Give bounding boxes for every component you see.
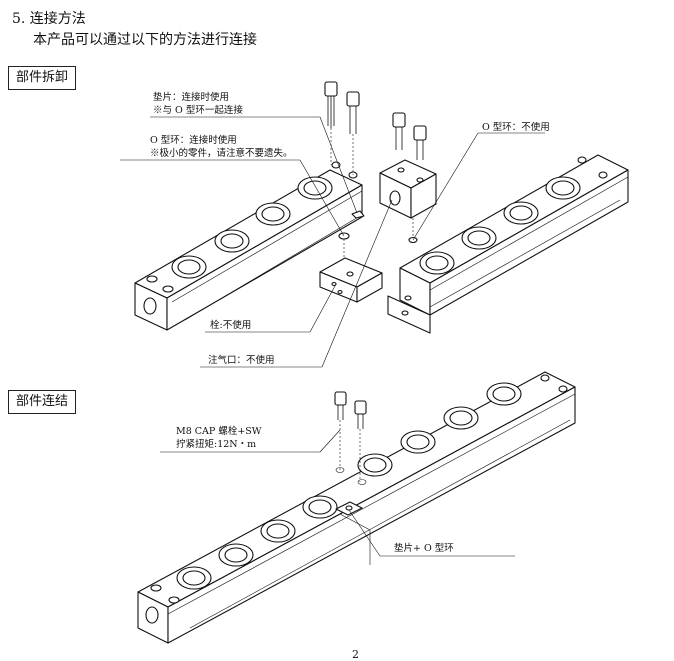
oring-callout-line1: O 型环：连接时使用	[150, 135, 237, 146]
oring-unused-callout: O 型环：不使用	[482, 122, 550, 133]
left-manifold-bar	[134, 161, 363, 331]
oring-callout-line2: ※极小的零件，请注意不要遗失。	[150, 148, 293, 159]
shim-callout-line1: 垫片：连接时使用	[153, 92, 230, 103]
intro-text: 本产品可以通过以下的方法进行连接	[33, 32, 257, 48]
left-bolts	[324, 81, 360, 175]
plug-block	[319, 257, 383, 303]
inlet-callout: 注气口：不使用	[208, 355, 275, 366]
inlet-block	[379, 112, 437, 244]
connection-bolts	[334, 391, 367, 482]
shim-oring-callout: 垫片+ O 型环	[394, 543, 454, 554]
page-number: 2	[352, 648, 359, 661]
connected-manifold	[137, 371, 576, 644]
right-manifold-bar	[387, 154, 629, 334]
small-parts	[338, 210, 365, 258]
disassembly-section-label: 部件拆卸	[8, 66, 77, 90]
section-heading: 5. 连接方法	[12, 11, 86, 27]
shim-callout-line2: ※与 O 型环一起连接	[153, 105, 243, 116]
bolt-callout-line1: M8 CAP 螺栓+SW	[176, 426, 262, 437]
top-leader-lines	[120, 116, 545, 368]
connection-section-label: 部件连结	[8, 390, 77, 414]
plug-callout: 栓:不使用	[210, 320, 252, 331]
shim-callout: 垫片：连接时使用 ※与 O 型环一起连接	[153, 91, 243, 117]
bolt-callout-line2: 拧紧扭矩:12N・m	[176, 439, 257, 450]
oring-callout: O 型环：连接时使用 ※极小的零件，请注意不要遗失。	[150, 134, 293, 160]
bottom-leader-lines	[160, 429, 515, 557]
bolt-callout: M8 CAP 螺栓+SW 拧紧扭矩:12N・m	[176, 425, 262, 451]
